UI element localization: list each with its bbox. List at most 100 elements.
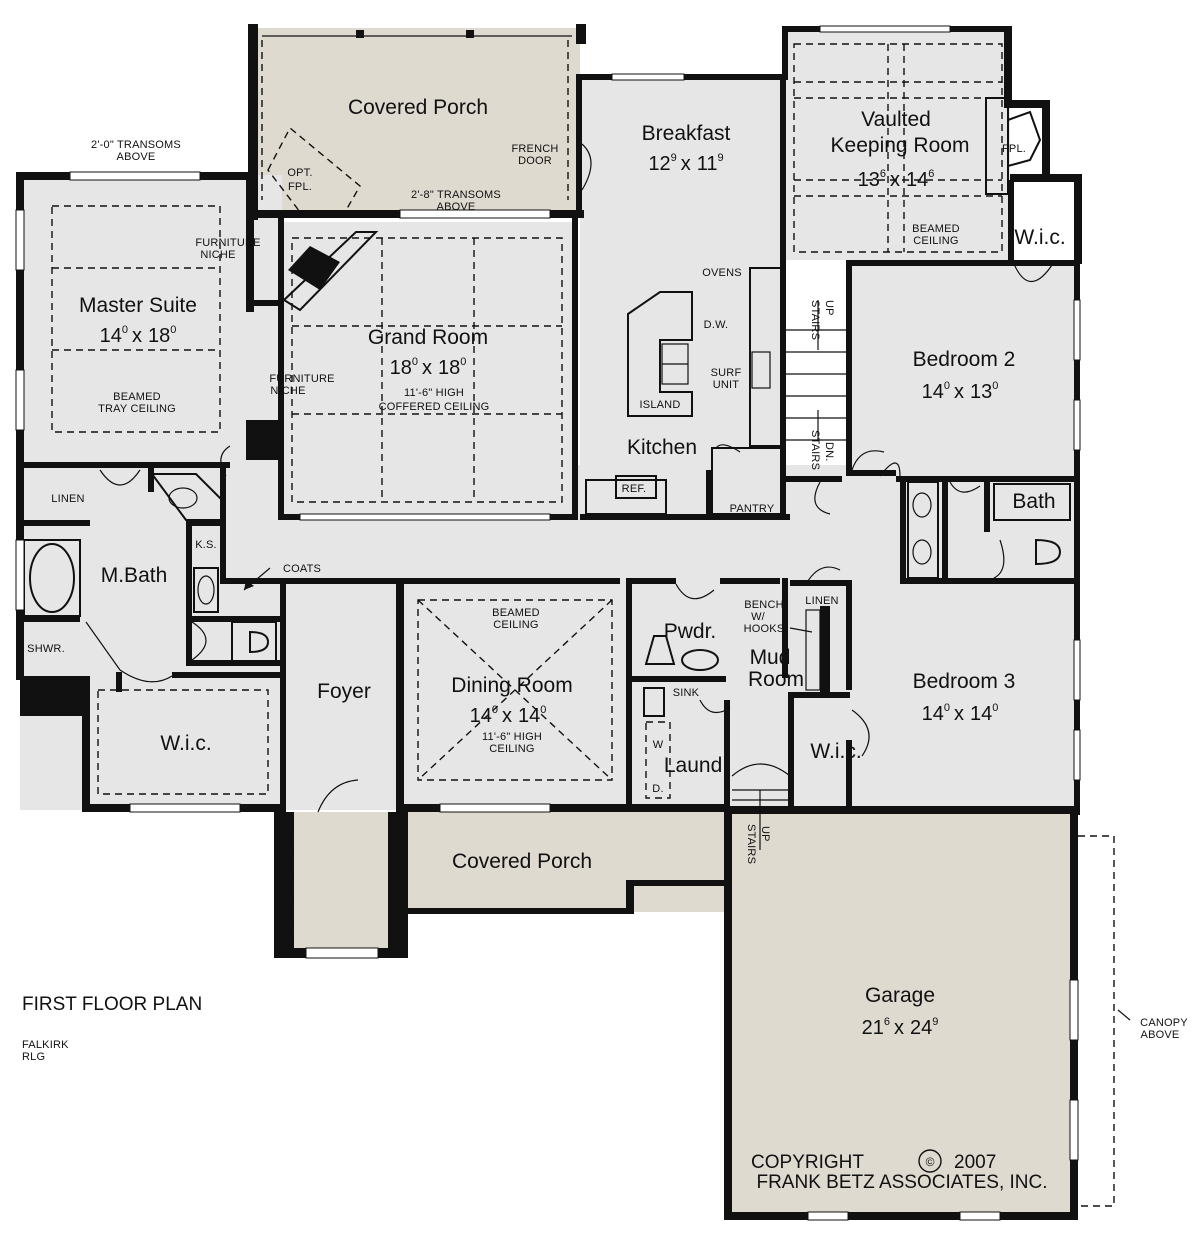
- window: [1073, 299, 1081, 361]
- wall: [720, 578, 780, 584]
- pwdr-label: Pwdr.: [664, 620, 717, 643]
- wall: [248, 300, 282, 306]
- transoms-note: ABOVE: [117, 151, 156, 163]
- labels: Covered Porch FRENCH DOOR 2'-8" TRANSOMS…: [22, 96, 1188, 1193]
- niche-note: NICHE: [200, 249, 235, 261]
- transom: [399, 209, 551, 219]
- rear-porch-label: Covered Porch: [348, 96, 488, 119]
- master-toilet: [249, 630, 270, 654]
- mud-bench: [805, 609, 821, 691]
- wall: [900, 476, 906, 582]
- bath-sink-2: [912, 539, 932, 565]
- wall: [186, 520, 226, 526]
- opt-fireplace-outline: [267, 126, 361, 213]
- beamed-note: CEILING: [913, 235, 958, 247]
- french-door-note: FRENCH: [511, 143, 558, 155]
- door-swing: [191, 621, 207, 661]
- coffered-grid: [291, 237, 563, 503]
- dining-beams: [417, 599, 613, 781]
- arrowhead: [244, 580, 254, 590]
- window: [129, 803, 241, 813]
- wall: [576, 74, 582, 214]
- wall: [172, 672, 282, 678]
- wall: [788, 692, 850, 698]
- foyer-label: Foyer: [317, 680, 371, 703]
- arrows: [243, 300, 1131, 1021]
- breakfast-label: Breakfast: [642, 122, 731, 145]
- wall: [186, 616, 284, 622]
- copyright-symbol: ©: [926, 1155, 935, 1169]
- keeping-fireplace: [1007, 110, 1042, 168]
- wall: [846, 470, 896, 476]
- wall: [626, 580, 632, 810]
- wall: [248, 24, 258, 220]
- wall: [576, 24, 586, 44]
- copyright-year: 2007: [954, 1152, 996, 1173]
- bench-note: BENCH: [744, 599, 784, 611]
- wall: [706, 470, 712, 520]
- bedroom2-label: Bedroom 2: [913, 348, 1016, 371]
- window: [1073, 639, 1081, 701]
- fixtures: [23, 267, 1071, 801]
- pantry-note: PANTRY: [730, 503, 775, 515]
- master-wc: [231, 621, 277, 663]
- wall: [626, 578, 676, 584]
- wall: [278, 216, 284, 520]
- bench-note: W/: [751, 611, 766, 623]
- wall: [246, 420, 282, 460]
- shower-door: [85, 621, 121, 671]
- bench-note: HOOKS: [744, 623, 785, 635]
- bed2-floor: [850, 266, 1078, 476]
- wall: [148, 462, 154, 492]
- shower-note: SHWR.: [27, 643, 65, 655]
- wall: [405, 908, 630, 914]
- wall: [1004, 26, 1012, 106]
- window: [15, 209, 25, 271]
- beamed-note: BEAMED: [912, 223, 960, 235]
- wic-keeping-label: W.i.c.: [1014, 226, 1065, 249]
- wall: [788, 692, 794, 812]
- wall: [400, 804, 730, 812]
- door-swing: [675, 583, 715, 600]
- wall: [572, 214, 578, 520]
- transoms-note: 2'-8" TRANSOMS: [411, 189, 501, 201]
- laundry-sink: [643, 687, 665, 717]
- front-porch-floor: [405, 812, 725, 912]
- seat-note: SEAT: [40, 693, 69, 705]
- wall: [626, 882, 634, 914]
- stairs-up-note: STAIRS: [809, 300, 821, 340]
- door-swing: [1013, 261, 1055, 282]
- window: [959, 1211, 1001, 1221]
- wall: [280, 578, 286, 810]
- window: [1069, 1099, 1079, 1161]
- wall: [1042, 100, 1050, 180]
- keeping-label-1: Vaulted: [861, 108, 931, 131]
- washer-dryer: [645, 721, 671, 799]
- wall: [20, 616, 80, 622]
- wall: [706, 514, 790, 520]
- wall: [626, 880, 728, 886]
- ovens-note: OVENS: [702, 267, 742, 279]
- dining-note: 11'-6" HIGH: [482, 731, 542, 743]
- post: [466, 30, 474, 38]
- surf-note: SURF: [711, 367, 742, 379]
- window: [807, 1211, 849, 1221]
- door-swing: [119, 669, 173, 683]
- bath-tub: [993, 483, 1071, 521]
- wall: [82, 676, 90, 810]
- wall: [1010, 174, 1080, 182]
- copyright-company: FRANK BETZ ASSOCIATES, INC.: [756, 1172, 1047, 1193]
- bedroom3-label: Bedroom 3: [913, 670, 1016, 693]
- wall: [846, 580, 852, 690]
- keeping-fpl-note: FPL.: [1002, 143, 1026, 155]
- window: [819, 25, 951, 33]
- door-swing: [814, 481, 831, 515]
- wall: [782, 26, 788, 80]
- wall: [580, 514, 710, 520]
- front-porch-label: Covered Porch: [452, 850, 592, 873]
